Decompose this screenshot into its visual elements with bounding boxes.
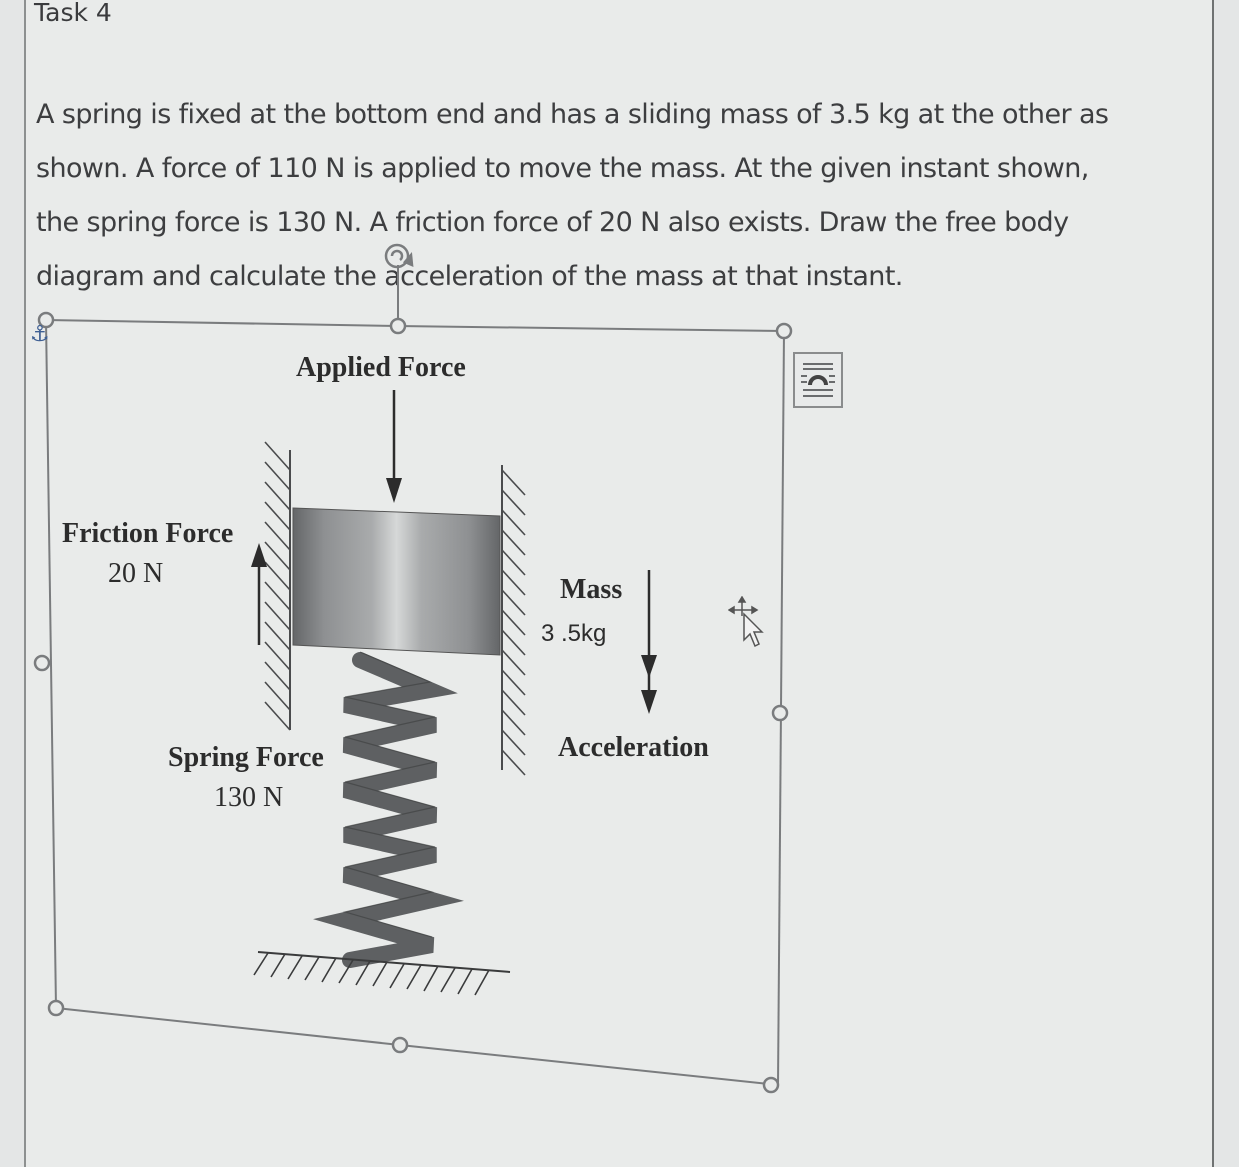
problem-paragraph[interactable]: A spring is fixed at the bottom end and … [36, 88, 1186, 304]
paragraph-line: diagram and calculate the acceleration o… [36, 261, 903, 292]
resize-handle-top-left[interactable] [37, 311, 55, 329]
resize-handle-middle-left[interactable] [33, 654, 51, 672]
resize-handle-bottom-right[interactable] [762, 1076, 780, 1094]
move-cursor-icon [727, 595, 772, 660]
resize-handle-top-right[interactable] [775, 322, 793, 340]
right-wall [501, 465, 526, 776]
resize-handle-top-center[interactable] [389, 317, 407, 335]
resize-handle-bottom-left[interactable] [47, 999, 65, 1017]
anchor-icon: ⚓ [30, 322, 50, 347]
rotate-icon[interactable] [384, 243, 414, 269]
mass-value: 3 .5kg [541, 620, 607, 647]
applied-force-arrow [386, 390, 402, 503]
mass-block [292, 507, 501, 656]
spring-force-value: 130 N [214, 782, 284, 813]
paragraph-line: shown. A force of 110 N is applied to mo… [36, 153, 1089, 184]
acceleration-label: Acceleration [558, 732, 709, 763]
spring [313, 652, 464, 968]
paragraph-line: the spring force is 130 N. A friction fo… [36, 207, 1069, 238]
friction-force-label: Friction Force [62, 518, 234, 549]
acceleration-arrow [641, 570, 657, 714]
friction-force-arrow [251, 543, 267, 645]
resize-handle-bottom-center[interactable] [391, 1036, 409, 1054]
layout-options-icon[interactable] [793, 352, 843, 408]
friction-force-value: 20 N [108, 558, 164, 589]
applied-force-label: Applied Force [296, 352, 466, 383]
document-page[interactable] [24, 0, 1214, 1167]
paragraph-line: A spring is fixed at the bottom end and … [36, 99, 1109, 130]
task-heading: Task 4 [34, 0, 112, 27]
ground [253, 951, 511, 996]
spring-force-label: Spring Force [168, 742, 324, 773]
resize-handle-middle-right[interactable] [771, 704, 789, 722]
left-wall [264, 441, 291, 731]
mass-label: Mass [560, 574, 623, 605]
